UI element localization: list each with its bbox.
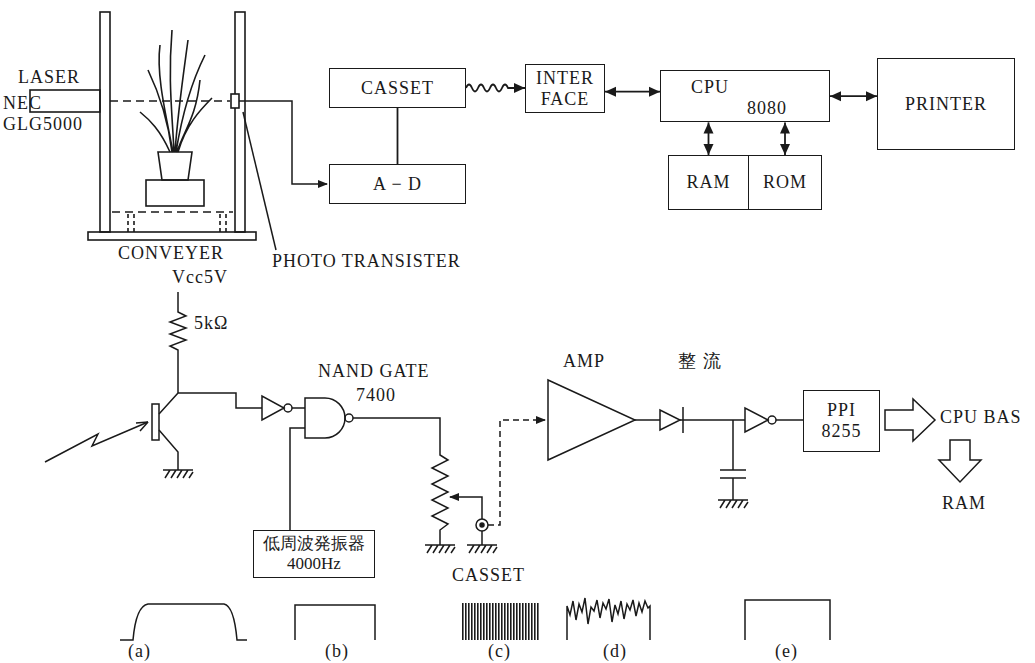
signal-label: LASER	[18, 68, 80, 88]
box-label: ROM	[753, 172, 817, 193]
box-label: CPU	[665, 77, 825, 98]
printer-box: PRINTER	[877, 58, 1015, 150]
box-label: 低周波発振器 4000Hz	[258, 534, 370, 573]
signal-label: 5kΩ	[194, 314, 228, 334]
cpu-box: CPU8080	[660, 70, 830, 122]
signal-label: 7400	[356, 386, 396, 406]
box-label: PRINTER	[882, 94, 1010, 115]
signal-label: RAM	[942, 494, 986, 514]
signal-label: (c)	[488, 642, 511, 662]
signal-label: (e)	[775, 642, 798, 662]
connector	[605, 87, 660, 97]
box-label: PPI 8255	[808, 400, 875, 441]
ram-box: RAM	[668, 155, 749, 210]
signal-label: (b)	[325, 642, 349, 662]
signal-label: CPU BAS	[940, 408, 1022, 428]
ppi-box: PPI 8255	[803, 390, 880, 452]
sensor-wire	[239, 101, 327, 250]
signal-label: (a)	[128, 642, 151, 662]
box-label: CASSET	[334, 78, 461, 99]
rom-box: ROM	[748, 155, 822, 210]
signal-label: (d)	[603, 642, 627, 662]
connector	[830, 91, 877, 101]
oscillator-box: 低周波発振器 4000Hz	[253, 530, 375, 578]
box-label: INTER FACE	[530, 68, 600, 109]
signal-label: Vcc5V	[172, 268, 228, 288]
box-label: A − D	[334, 174, 461, 195]
box-label: 8080	[665, 98, 825, 119]
connector	[704, 122, 714, 155]
signal-label: CONVEYER	[118, 244, 224, 264]
signal-label: AMP	[563, 352, 605, 372]
signal-label: NEC	[3, 94, 42, 114]
connector	[780, 122, 790, 155]
box-label: RAM	[673, 172, 744, 193]
signal-label: GLG5000	[3, 115, 83, 135]
interface-box: INTER FACE	[525, 64, 605, 113]
signal-label: NAND GATE	[318, 362, 430, 382]
ad-converter-box: A − D	[329, 164, 466, 204]
signal-label: PHOTO TRANSISTER	[272, 252, 461, 272]
signal-label: 整 流	[678, 352, 722, 372]
signal-label: CASSET	[452, 566, 525, 586]
waveforms	[120, 598, 830, 640]
connector	[397, 108, 398, 164]
photo-transistor-circuit	[45, 292, 981, 553]
connector	[466, 83, 525, 93]
cassette-box: CASSET	[329, 68, 466, 108]
